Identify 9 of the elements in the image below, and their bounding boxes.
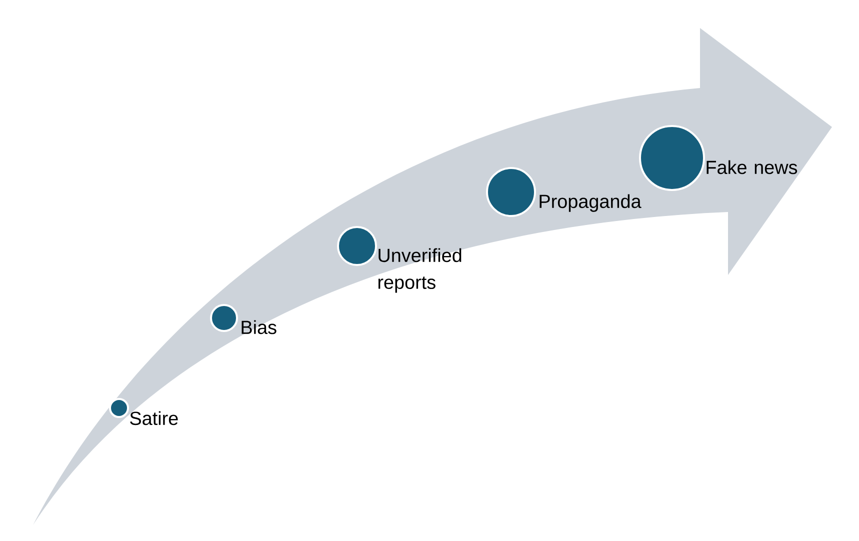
stage-label: Propaganda [540,194,642,212]
stage-label: Unverified reports [378,248,462,293]
dot-marker [337,226,377,266]
dot-marker [639,125,705,191]
stage-label: Satire [130,411,178,426]
stage-label: Fake news [706,160,798,174]
stage-label: Bias [242,320,276,334]
dot-marker [486,167,536,217]
dot-marker [109,398,129,418]
